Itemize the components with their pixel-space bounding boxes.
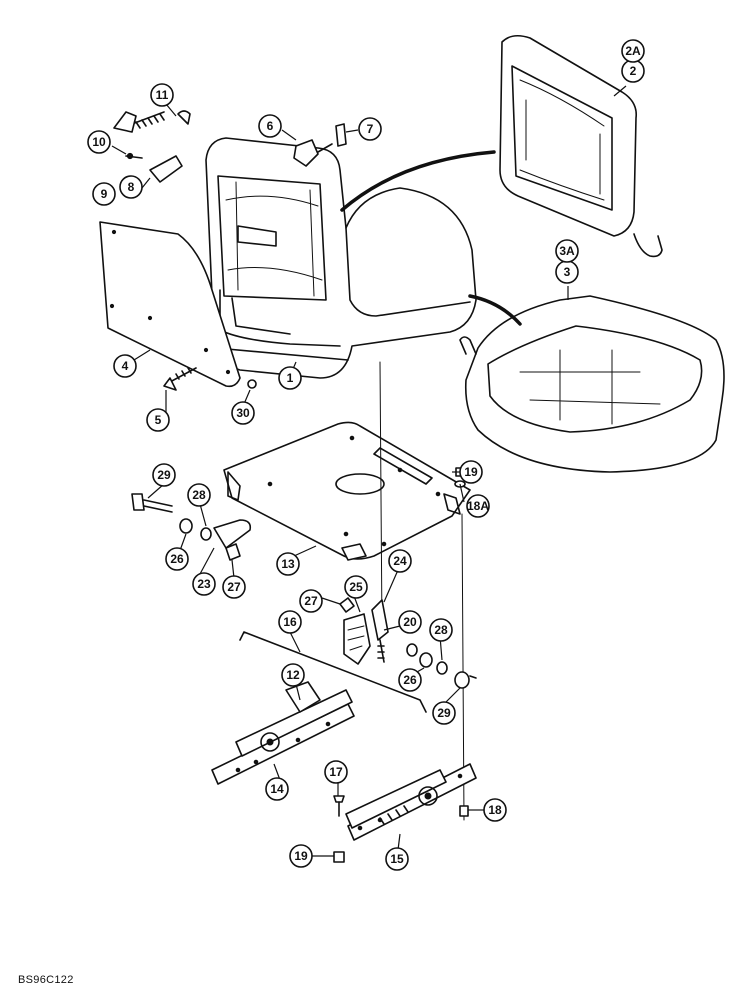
callout-10: 10 [87,130,111,154]
callout-28-left: 28 [187,483,211,507]
callout-26-right: 26 [398,668,422,692]
slide-rail-right [345,763,477,841]
svg-text:11: 11 [156,88,169,102]
callout-28-right: 28 [429,618,453,642]
seat-bottom-cushion [459,295,725,473]
callout-23: 23 [192,572,216,596]
callout-27-right: 27 [299,589,323,613]
svg-text:20: 20 [403,615,417,629]
back-cushion-arrow [340,150,496,212]
callout-17: 17 [324,760,348,784]
callout-29-right: 29 [432,701,456,725]
callout-1: 1 [278,366,302,390]
svg-text:7: 7 [367,122,374,136]
adjustment-rod [239,631,427,713]
side-panel [99,221,241,388]
callout-7: 7 [358,117,382,141]
callout-3a: 3A [555,239,579,263]
callout-29-left: 29 [152,463,176,487]
callout-18: 18 [483,798,507,822]
svg-text:30: 30 [236,406,250,420]
svg-text:24: 24 [393,554,407,568]
svg-text:29: 29 [437,706,451,720]
figure-reference: BS96C122 [18,974,74,986]
callout-19-bottom: 19 [289,844,313,868]
svg-text:14: 14 [270,782,284,796]
hardware-top [113,110,347,391]
seat-cushion-arrow [468,294,522,326]
alignment-line-center [379,361,383,631]
callout-8: 8 [119,175,143,199]
svg-text:17: 17 [329,765,343,779]
svg-text:29: 29 [157,468,171,482]
svg-text:27: 27 [227,580,241,594]
svg-text:19: 19 [464,465,478,479]
svg-text:27: 27 [304,594,318,608]
callout-13: 13 [276,552,300,576]
callout-24: 24 [388,549,412,573]
svg-text:28: 28 [434,623,448,637]
callout-15: 15 [385,847,409,871]
hardware-left [131,493,252,561]
callout-26-left: 26 [165,547,189,571]
seat-back-cushion [499,34,663,258]
callout-9: 9 [92,182,116,206]
svg-text:3A: 3A [559,244,575,258]
callout-19-top: 19 [459,460,483,484]
svg-text:5: 5 [155,413,162,427]
callout-12: 12 [281,663,305,687]
svg-text:28: 28 [192,488,206,502]
svg-text:26: 26 [170,552,184,566]
svg-text:10: 10 [92,135,106,149]
callout-2: 2 [621,59,645,83]
svg-text:2A: 2A [625,44,641,58]
svg-text:12: 12 [286,668,300,682]
callout-20: 20 [398,610,422,634]
callout-14: 14 [265,777,289,801]
callout-16: 16 [278,610,302,634]
svg-text:18: 18 [488,803,502,817]
svg-text:9: 9 [101,187,108,201]
svg-text:1: 1 [287,371,294,385]
svg-text:6: 6 [267,119,274,133]
callout-30: 30 [231,401,255,425]
svg-text:2: 2 [630,64,637,78]
callout-2a: 2A [621,39,645,63]
svg-text:19: 19 [294,849,308,863]
slide-rail-left [211,681,355,785]
hardware-bottom [333,467,469,863]
svg-text:8: 8 [128,180,135,194]
svg-text:26: 26 [403,673,417,687]
callout-18a: 18A [466,494,490,518]
callout-3: 3 [555,260,579,284]
svg-text:13: 13 [281,557,295,571]
callout-11: 11 [150,83,174,107]
base-plate [223,421,471,561]
callout-6: 6 [258,114,282,138]
callout-25: 25 [344,575,368,599]
svg-text:15: 15 [390,852,404,866]
seat-assembly [205,137,477,379]
callout-4: 4 [113,354,137,378]
svg-text:16: 16 [283,615,297,629]
callout-27-left: 27 [222,575,246,599]
svg-text:4: 4 [122,359,129,373]
svg-text:18A: 18A [467,499,489,513]
svg-text:3: 3 [564,265,571,279]
svg-text:25: 25 [349,580,363,594]
svg-text:23: 23 [197,577,211,591]
callout-5: 5 [146,408,170,432]
